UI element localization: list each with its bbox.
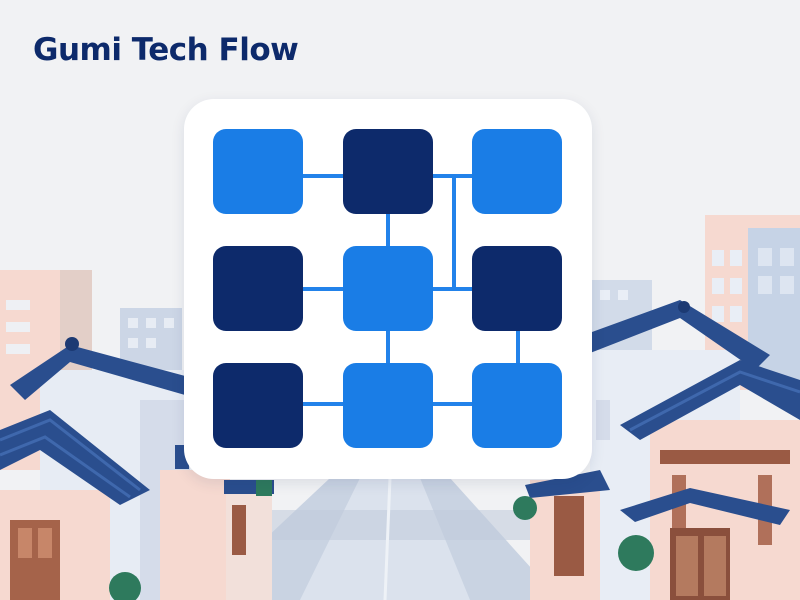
hanok-right-front [618,360,800,600]
logo-tile-dark [213,363,303,448]
logo-tile-dark [213,246,303,331]
hanok-right-mid [513,470,610,600]
logo-tile-light [213,129,303,214]
hanok-left-mid [160,470,274,600]
logo-card [184,99,592,479]
grid-network-logo [213,129,562,448]
logo-tile-light [472,129,562,214]
logo-tile-dark [472,246,562,331]
logo-tile-light [343,246,433,331]
hanok-left-front [0,410,150,600]
logo-connectors [303,174,520,406]
brand-title: Gumi Tech Flow [33,32,299,68]
logo-tile-light [472,363,562,448]
road [200,477,560,600]
logo-tiles [213,129,562,448]
logo-tile-dark [343,129,433,214]
logo-tile-light [343,363,433,448]
